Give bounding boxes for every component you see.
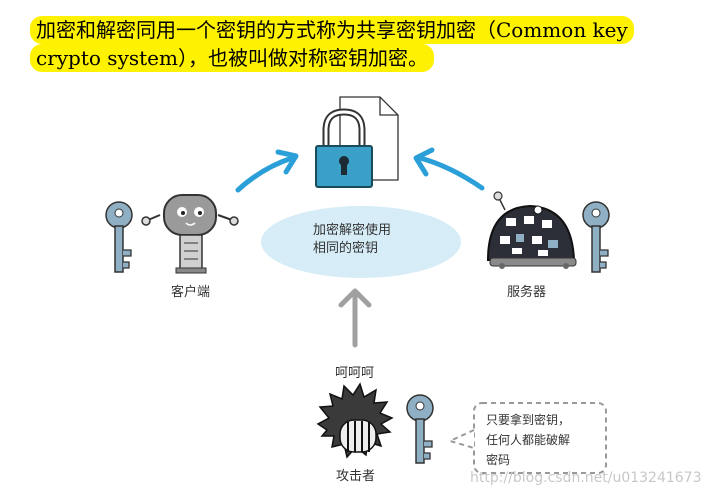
- note-text-1: 只要拿到密钥，: [486, 412, 570, 427]
- note-text-2: 任何人都能破解: [486, 432, 570, 447]
- key-icon: [582, 201, 610, 273]
- note-text-3: 密码: [486, 452, 510, 467]
- watermark: http://blog.csdn.net/u013241673: [470, 470, 702, 486]
- note-callout: [447, 402, 607, 474]
- shared-key-bubble: [261, 206, 461, 278]
- caption-line-2: crypto system），也被叫做对称密钥加密。: [30, 44, 434, 72]
- padlock-icon: [315, 108, 373, 188]
- caption-line-1: 加密和解密同用一个密钥的方式称为共享密钥加密（Common key: [30, 16, 634, 44]
- key-icon: [406, 394, 434, 464]
- bubble-text-1: 加密解密使用: [313, 222, 391, 238]
- client-label: 客户端: [171, 284, 210, 300]
- server-label: 服务器: [507, 284, 546, 300]
- key-icon: [105, 201, 133, 273]
- arrow-client-to-lock: [235, 149, 299, 193]
- arrow-server-to-lock: [413, 147, 485, 191]
- client-robot-icon: [141, 194, 239, 274]
- laugh-label: 呵呵呵: [335, 366, 374, 381]
- bubble-text-2: 相同的密钥: [313, 240, 378, 256]
- attacker-label: 攻击者: [336, 469, 375, 484]
- arrow-attacker-to-bubble: [338, 288, 372, 348]
- server-robot-icon: [486, 191, 577, 269]
- attacker-icon: [316, 382, 394, 459]
